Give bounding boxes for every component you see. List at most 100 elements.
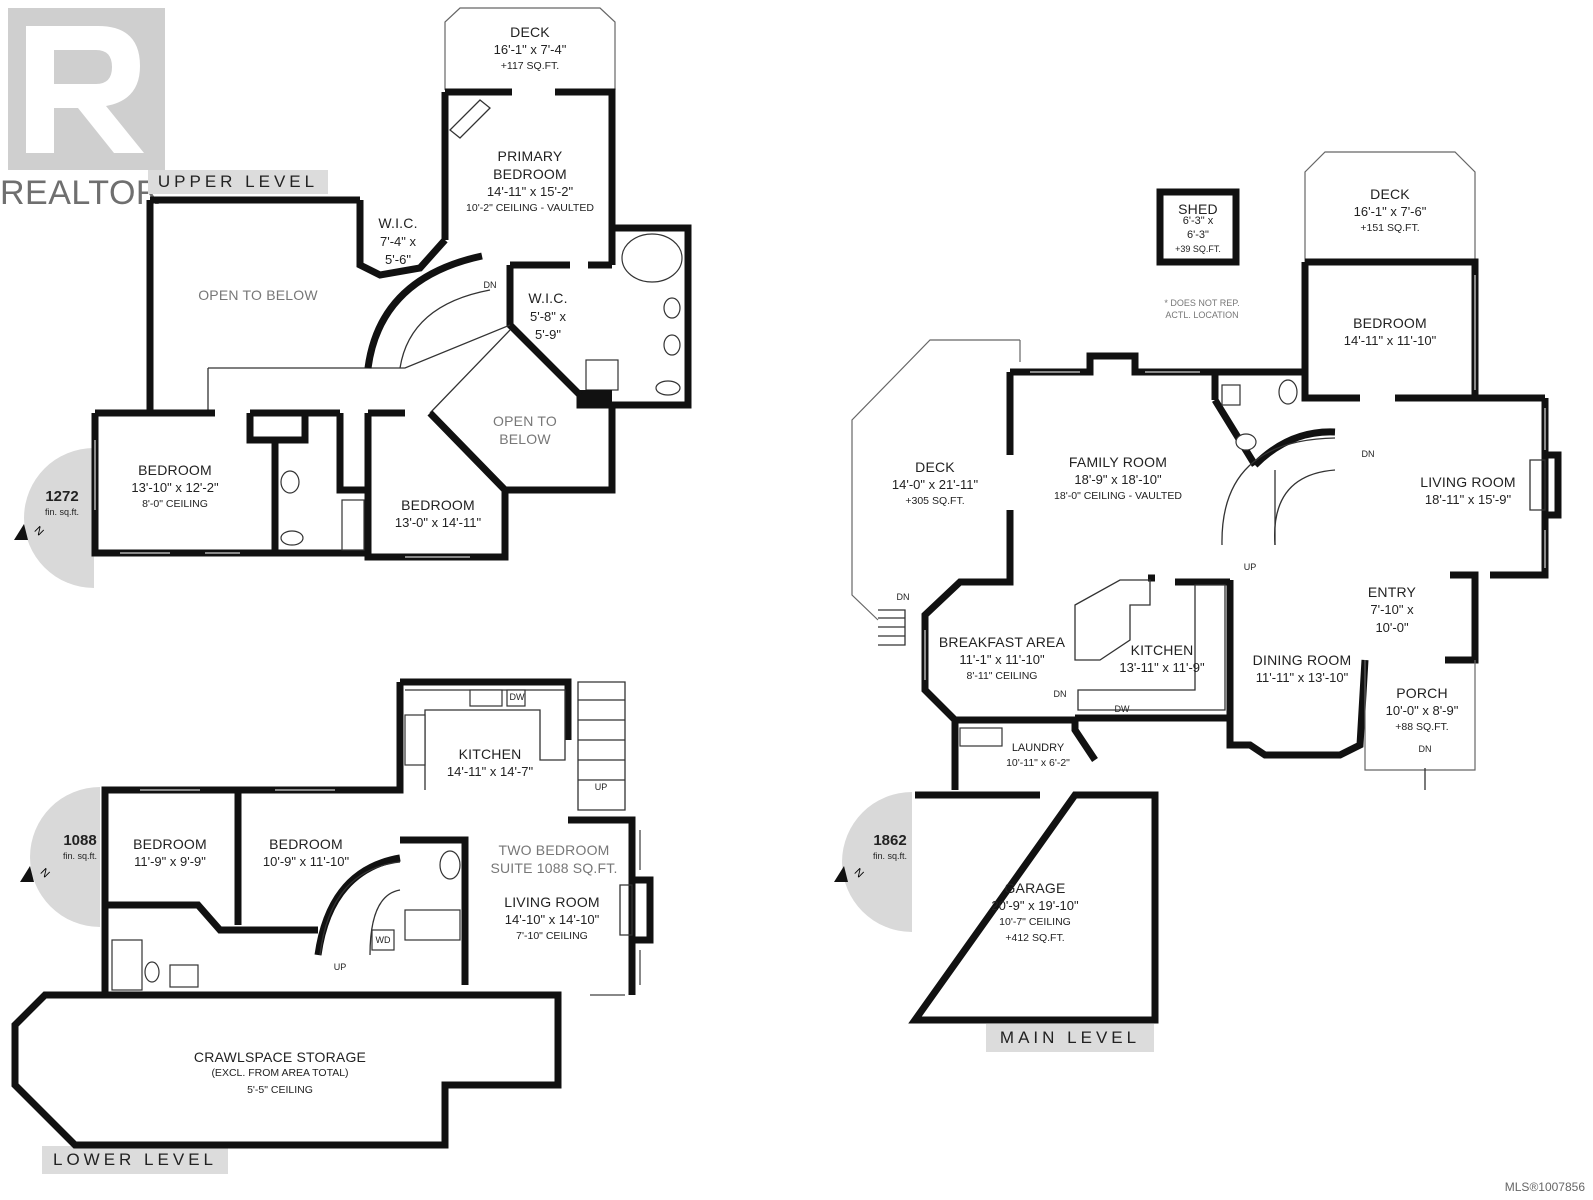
upper-windows bbox=[94, 440, 470, 558]
wic2-dim2: 5'-9" bbox=[535, 327, 561, 342]
lower-living-walls bbox=[568, 816, 654, 995]
upper-deck-name: DECK bbox=[510, 24, 550, 40]
crawlspace-note2: 5'-5" CEILING bbox=[247, 1084, 313, 1096]
upper-level-plan bbox=[91, 7, 692, 561]
porch-dim: 10'-0" x 8'-9" bbox=[1385, 703, 1459, 718]
lower-level-label: LOWER LEVEL bbox=[42, 1146, 228, 1174]
main-deck-side-outline bbox=[851, 339, 1021, 621]
lower-living-name: LIVING ROOM bbox=[504, 894, 600, 910]
upper-level-label: UPPER LEVEL bbox=[148, 170, 328, 194]
lower-stair-up: UP bbox=[333, 962, 347, 972]
lower-wd-icon bbox=[371, 929, 395, 951]
shed-walls bbox=[1156, 188, 1240, 266]
garage-name: GARAGE bbox=[1004, 880, 1066, 896]
living-room-dim: 18'-11" x 15'-9" bbox=[1424, 492, 1512, 507]
primary-fireplace bbox=[449, 99, 491, 139]
suite-label1: TWO BEDROOM bbox=[498, 842, 610, 858]
upper-deck-outline bbox=[444, 7, 616, 90]
area-unit-lower: fin. sq.ft. bbox=[62, 851, 98, 861]
lower-stove-icon bbox=[404, 714, 426, 766]
lower-tub2-icon bbox=[404, 909, 461, 941]
upper-stair-wall bbox=[364, 252, 483, 369]
upper-right-walls bbox=[364, 405, 616, 561]
open-to-below-2a: OPEN TO bbox=[493, 413, 557, 429]
lower-curved-stair bbox=[319, 861, 401, 956]
upper-deck-area: +117 SQ.FT. bbox=[500, 60, 560, 72]
primary-bedroom-name1: PRIMARY bbox=[497, 148, 563, 164]
breakfast-note: 8'-11" CEILING bbox=[966, 670, 1038, 682]
main-bedroom-dim: 14'-11" x 11'-10" bbox=[1343, 333, 1437, 348]
crawlspace-walls bbox=[11, 991, 562, 1149]
suite-label2: SUITE 1088 SQ.FT. bbox=[490, 860, 618, 876]
shed-dim2: 6'-3" bbox=[1187, 229, 1209, 241]
soaker-tub-icon bbox=[621, 233, 683, 283]
sink-icon-2 bbox=[663, 334, 681, 356]
upper-bedroom1-dim: 13'-10" x 12'-2" bbox=[131, 480, 219, 495]
laundry-dim: 10'-11" x 6'-2" bbox=[1006, 757, 1070, 769]
crawlspace-note1: (EXCL. FROM AREA TOTAL) bbox=[211, 1067, 349, 1079]
main-deck-top-area: +151 SQ.FT. bbox=[1360, 222, 1420, 234]
sink-icon-1 bbox=[663, 297, 681, 319]
open-to-below-1: OPEN TO BELOW bbox=[198, 287, 318, 303]
lower-fireplace bbox=[619, 884, 633, 936]
lower-level-plan bbox=[11, 678, 654, 1149]
upper-toilet-icon bbox=[280, 530, 304, 546]
main-bedroom-name: BEDROOM bbox=[1353, 315, 1427, 331]
lower-sink-icon bbox=[469, 689, 503, 707]
breakfast-dim: 11'-1" x 11'-10" bbox=[959, 652, 1045, 667]
laundry-name: LAUNDRY bbox=[1011, 742, 1065, 754]
family-room-name: FAMILY ROOM bbox=[1068, 454, 1168, 470]
main-deck-side-dim: 14'-0" x 21'-11" bbox=[891, 477, 979, 492]
garage-walls bbox=[908, 791, 1159, 1024]
primary-bedroom-dim: 14'-11" x 15'-2" bbox=[486, 184, 574, 199]
dining-name: DINING ROOM bbox=[1252, 652, 1352, 668]
wic1-dim1: 7'-4" x bbox=[380, 234, 416, 249]
lower-straight-stair bbox=[577, 681, 626, 811]
entry-dim2: 10'-0" bbox=[1375, 620, 1409, 635]
north-arrow-lower: N bbox=[18, 862, 58, 887]
main-curved-stair bbox=[1221, 437, 1336, 546]
area-value-upper: 1272 bbox=[45, 488, 79, 505]
main-level-label: MAIN LEVEL bbox=[986, 1024, 1154, 1052]
realtor-logo bbox=[8, 8, 165, 170]
lower-bedroom2-dim: 10'-9" x 11'-10" bbox=[262, 854, 350, 869]
lower-bedroom2-name: BEDROOM bbox=[269, 836, 343, 852]
area-value-main: 1862 bbox=[873, 832, 907, 849]
upper-closet-walls bbox=[246, 413, 368, 553]
lower-kitchen-counter bbox=[405, 689, 566, 790]
main-deck-top-outline bbox=[1304, 151, 1476, 262]
main-toilet-icon bbox=[1278, 379, 1298, 405]
entry-dining-walls bbox=[1226, 571, 1479, 759]
shed-name: SHED bbox=[1178, 201, 1218, 217]
shed-area: +39 SQ.FT. bbox=[1175, 244, 1221, 254]
lower-toilet2-icon bbox=[439, 850, 461, 880]
family-room-note: 18'-0" CEILING - VAULTED bbox=[1054, 490, 1182, 502]
porch-name: PORCH bbox=[1396, 685, 1448, 701]
bedroom2-top-walls bbox=[368, 409, 508, 493]
entry-name: ENTRY bbox=[1367, 584, 1417, 600]
wic2-dim1: 5'-8" x bbox=[530, 309, 566, 324]
porch-outline bbox=[1364, 660, 1476, 771]
wic1-name: W.I.C. bbox=[378, 215, 418, 231]
main-level-plan bbox=[851, 151, 1562, 1024]
porch-area: +88 SQ.FT. bbox=[1395, 721, 1449, 733]
north-arrow-main: N bbox=[832, 862, 872, 887]
upper-bedroom1-note: 8'-0" CEILING bbox=[142, 498, 208, 510]
porch-dn: DN bbox=[1418, 744, 1432, 754]
upper-railing bbox=[207, 324, 511, 414]
deck-stairs bbox=[878, 609, 906, 646]
main-kitchen-name: KITCHEN bbox=[1130, 642, 1194, 658]
breakfast-name: BREAKFAST AREA bbox=[938, 634, 1066, 650]
realtor-wordmark: REALTOR bbox=[0, 174, 161, 212]
family-room-dim: 18'-9" x 18'-10" bbox=[1074, 472, 1162, 487]
upper-bedroom2-name: BEDROOM bbox=[401, 497, 475, 513]
primary-bedroom-walls bbox=[441, 88, 616, 265]
lower-dw-icon bbox=[506, 689, 526, 707]
laundry-walls bbox=[951, 720, 1098, 790]
primary-bedroom-name2: BEDROOM bbox=[493, 166, 567, 182]
upper-bedroom2-dim: 13'-0" x 14'-11" bbox=[394, 515, 482, 530]
main-sink-icon bbox=[1235, 433, 1257, 451]
area-unit-main: fin. sq.ft. bbox=[872, 851, 908, 861]
dining-dim: 11'-11" x 13'-10" bbox=[1255, 670, 1349, 685]
